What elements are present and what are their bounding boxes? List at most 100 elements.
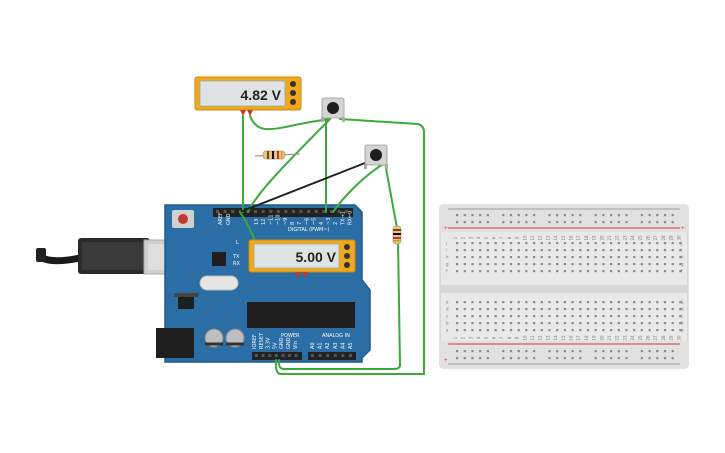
- bb-column-number: 19: [592, 235, 597, 241]
- bb-row-letter: c: [446, 314, 448, 319]
- bb-row-letter: d: [681, 307, 684, 312]
- led-l-label: L: [236, 240, 239, 246]
- analog-pin-label: A5: [348, 342, 354, 349]
- bb-column-number: 12: [538, 335, 543, 341]
- bb-row-letter: f: [446, 269, 448, 274]
- power-pin-label: IOREF: [252, 334, 258, 349]
- bb-row-letter: j: [445, 241, 447, 246]
- resistor-1[interactable]: [254, 150, 301, 160]
- power-jack[interactable]: [156, 328, 194, 358]
- multimeter-board-reading: 5.00 V: [296, 249, 337, 265]
- analog-pin-label: A2: [325, 342, 331, 349]
- bb-row-letter: i: [681, 248, 682, 253]
- analog-header: [308, 352, 356, 360]
- power-pin-label: 3.3V: [266, 337, 272, 349]
- bb-column-number: 21: [607, 235, 612, 241]
- bb-column-number: 23: [622, 335, 627, 341]
- bb-column-number: 17: [576, 235, 581, 241]
- bb-column-number: 15: [561, 235, 566, 241]
- bb-column-number: 5: [484, 336, 489, 339]
- analog-pin-label: A3: [333, 342, 339, 349]
- bb-row-letter: d: [446, 307, 449, 312]
- bb-column-number: 11: [530, 235, 535, 241]
- wires[interactable]: [239, 115, 425, 375]
- power-pin-label: Vin: [293, 341, 299, 349]
- digital-pin-label: TX→1: [340, 211, 346, 226]
- bb-column-number: 24: [630, 235, 635, 241]
- bb-column-number: 18: [584, 235, 589, 241]
- bb-column-number: 22: [615, 335, 620, 341]
- bb-column-number: 25: [638, 235, 643, 241]
- multimeter-top-reading: 4.82 V: [241, 87, 282, 103]
- bb-column-number: 27: [653, 335, 658, 341]
- multimeter-board[interactable]: 5.00 V: [248, 239, 356, 278]
- bb-column-number: 22: [615, 235, 620, 241]
- bb-column-number: 21: [607, 335, 612, 341]
- bb-column-number: 2: [461, 236, 466, 239]
- multimeter-top[interactable]: 4.82 V: [194, 76, 302, 116]
- bb-column-number: 1: [453, 236, 458, 239]
- bb-column-number: 27: [653, 235, 658, 241]
- bb-column-number: 29: [669, 235, 674, 241]
- digital-pin-label: 7: [297, 222, 303, 225]
- digital-pin-label: 4: [319, 222, 325, 225]
- power-pin-label: GND: [279, 337, 285, 349]
- bb-column-number: 28: [661, 335, 666, 341]
- digital-header: [213, 208, 353, 217]
- bb-column-number: 6: [492, 336, 497, 339]
- breadboard-holes[interactable]: [456, 214, 682, 360]
- power-pin-label: GND: [286, 337, 292, 349]
- breadboard[interactable]: + + + 1122334455667788991010111112121313…: [439, 204, 689, 369]
- bb-row-letter: b: [681, 321, 684, 326]
- digital-pin-label: 12: [261, 219, 267, 225]
- bb-row-letter: g: [446, 262, 449, 267]
- bb-row-letter: e: [446, 300, 449, 305]
- resistor-2[interactable]: [392, 225, 402, 245]
- bb-column-number: 16: [569, 335, 574, 341]
- bb-row-letter: b: [446, 321, 449, 326]
- bb-row-letter: c: [681, 314, 683, 319]
- digital-label: DIGITAL (PWM~): [288, 227, 330, 233]
- wire-green-8: [278, 239, 402, 370]
- arduino-uno[interactable]: DIGITAL (PWM~) L TX RX POWER ANALOG IN 1…: [156, 204, 371, 363]
- bb-column-number: 4: [476, 236, 481, 239]
- bb-column-number: 25: [638, 335, 643, 341]
- digital-pin-label: ~6: [304, 218, 310, 225]
- bb-column-number: 13: [545, 335, 550, 341]
- bb-row-letter: e: [681, 300, 684, 305]
- bb-column-number: 5: [484, 236, 489, 239]
- bb-column-number: 20: [599, 235, 604, 241]
- digital-pin-label: ~11: [268, 214, 274, 225]
- analog-pin-label: A0: [310, 342, 316, 349]
- bb-column-number: 6: [492, 236, 497, 239]
- header-pin-label: GND: [226, 213, 232, 225]
- bb-column-number: 9: [515, 336, 520, 339]
- bb-column-number: 8: [507, 236, 512, 239]
- digital-pin-label: ~3: [326, 218, 332, 225]
- analog-label: ANALOG IN: [322, 333, 350, 339]
- bb-column-number: 26: [646, 235, 651, 241]
- bb-column-number: 2: [461, 336, 466, 339]
- probe-black[interactable]: [240, 110, 246, 116]
- digital-pin-label: ~9: [283, 218, 289, 225]
- bb-row-letter: i: [446, 248, 447, 253]
- header-pin-label: AREF: [218, 212, 224, 225]
- bb-column-number: 19: [592, 335, 597, 341]
- bb-column-number: 24: [630, 335, 635, 341]
- wire-green-4: [275, 118, 425, 375]
- bb-row-letter: h: [446, 255, 449, 260]
- pushbutton-2[interactable]: [364, 144, 388, 169]
- bb-column-number: 29: [669, 335, 674, 341]
- bb-column-number: 23: [622, 235, 627, 241]
- bb-column-number: 8: [507, 336, 512, 339]
- bb-row-letter: a: [446, 328, 449, 333]
- bb-column-number: 3: [468, 336, 473, 339]
- usb-cable[interactable]: [35, 238, 169, 275]
- pushbutton-1[interactable]: [321, 97, 345, 122]
- bb-column-number: 15: [561, 335, 566, 341]
- probe-red[interactable]: [247, 110, 253, 116]
- bb-column-number: 1: [453, 336, 458, 339]
- wire-green-3: [247, 118, 331, 213]
